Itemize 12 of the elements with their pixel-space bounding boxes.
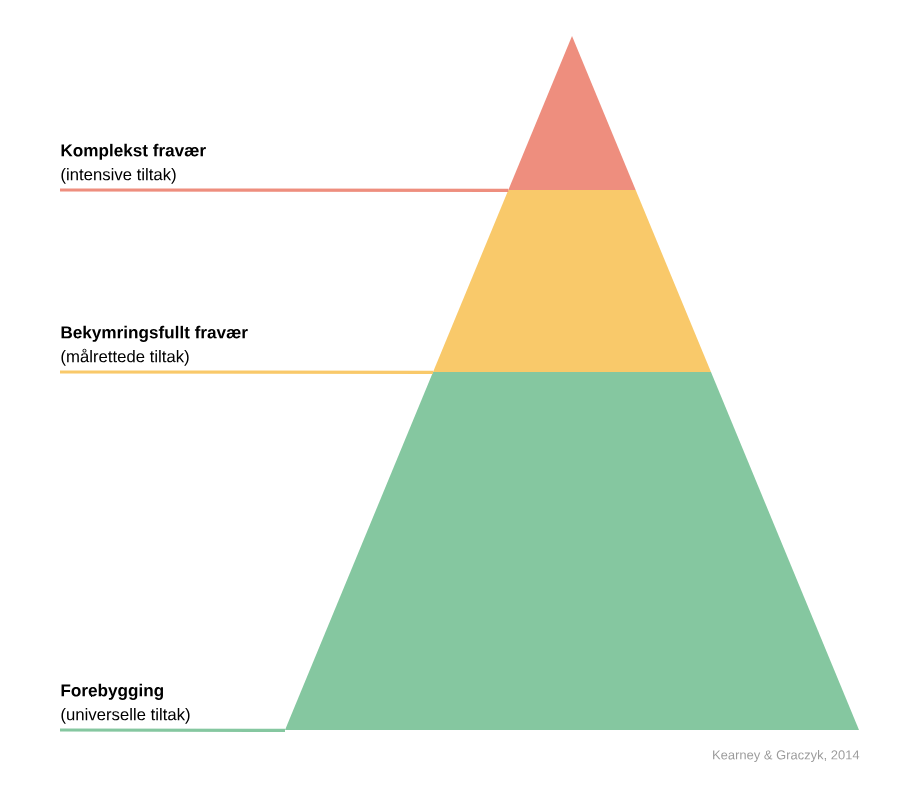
leader-line	[60, 188, 509, 192]
level-heading: Komplekst fravær	[61, 143, 206, 160]
leader-line	[60, 728, 285, 732]
pyramid-band	[285, 372, 859, 730]
level-description: (målrettede tiltak)	[61, 348, 189, 366]
pyramid-band	[433, 190, 711, 372]
level-heading: Forebygging	[61, 683, 163, 700]
pyramid-top-triangle	[508, 36, 636, 190]
leader-line	[60, 370, 434, 374]
level-description: (intensive tiltak)	[61, 168, 176, 184]
level-heading: Bekymringsfullt fravær	[61, 325, 248, 342]
level-description: (universelle tiltak)	[61, 708, 190, 724]
